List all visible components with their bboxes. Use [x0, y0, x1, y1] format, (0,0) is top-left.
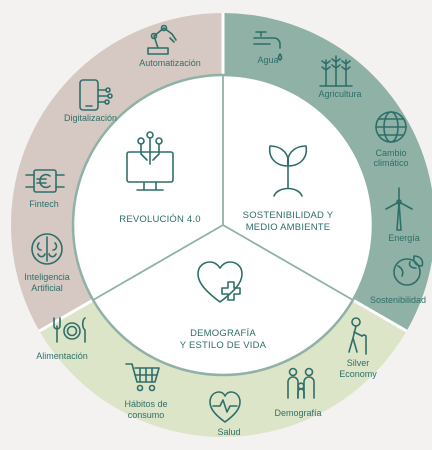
silver-label-line2: Economy — [339, 369, 377, 379]
silver-label-line1: Silver — [347, 358, 370, 368]
agua-label: Agua — [257, 55, 278, 65]
wheat-icon — [319, 55, 353, 87]
fintech-label: Fintech — [29, 199, 59, 209]
euro-chip-icon — [25, 169, 65, 193]
energia-label: Energía — [388, 233, 420, 243]
inner-divider-right — [222, 224, 353, 301]
sostenibilidad-label-line2: MEDIO AMBIENTE — [246, 222, 331, 233]
demografia-label-line2: Y ESTILO DE VIDA — [180, 340, 267, 351]
smartphone-icon — [79, 79, 113, 111]
demografia-trend-label: Demografía — [274, 408, 321, 418]
demografia-label-line1: DEMOGRAFÍA — [190, 328, 256, 339]
heart-cross-icon — [197, 261, 243, 303]
habitos-label-line1: Hábitos de — [124, 399, 167, 409]
wind-turbine-icon — [385, 187, 413, 231]
heartbeat-icon — [209, 391, 241, 423]
globe-leaf-icon — [393, 255, 424, 286]
agricultura-label: Agricultura — [318, 89, 361, 99]
revolucion-label: REVOLUCIÓN 4.0 — [119, 214, 200, 225]
ia-label-line2: Artificial — [31, 283, 63, 293]
ia-label-line1: Inteligencia — [24, 272, 70, 282]
globe-thermometer-icon — [375, 111, 407, 143]
cambio-label-line2: climático — [373, 158, 408, 168]
sostenibilidad-label-line1: SOSTENIBILIDAD Y — [243, 210, 334, 221]
salud-label: Salud — [217, 427, 240, 437]
inner-divider-left — [93, 224, 224, 301]
robot-arm-icon — [147, 24, 177, 55]
family-icon — [287, 367, 315, 399]
alimentacion-label: Alimentación — [36, 351, 88, 361]
elderly-person-icon — [348, 317, 367, 355]
habitos-label-line2: consumo — [128, 410, 165, 420]
sostenibilidad-trend-label: Sostenibilidad — [370, 295, 426, 305]
automatizacion-label: Automatización — [139, 58, 201, 68]
brain-icon — [31, 233, 63, 265]
digitalizacion-label: Digitalización — [64, 113, 117, 123]
sprout-icon — [268, 145, 308, 197]
monitor-circuit-icon — [126, 131, 174, 191]
shopping-cart-icon — [125, 363, 160, 392]
cambio-label-line1: Cambio — [375, 148, 406, 158]
cutlery-icon — [53, 317, 86, 343]
water-tap-icon — [253, 31, 283, 61]
